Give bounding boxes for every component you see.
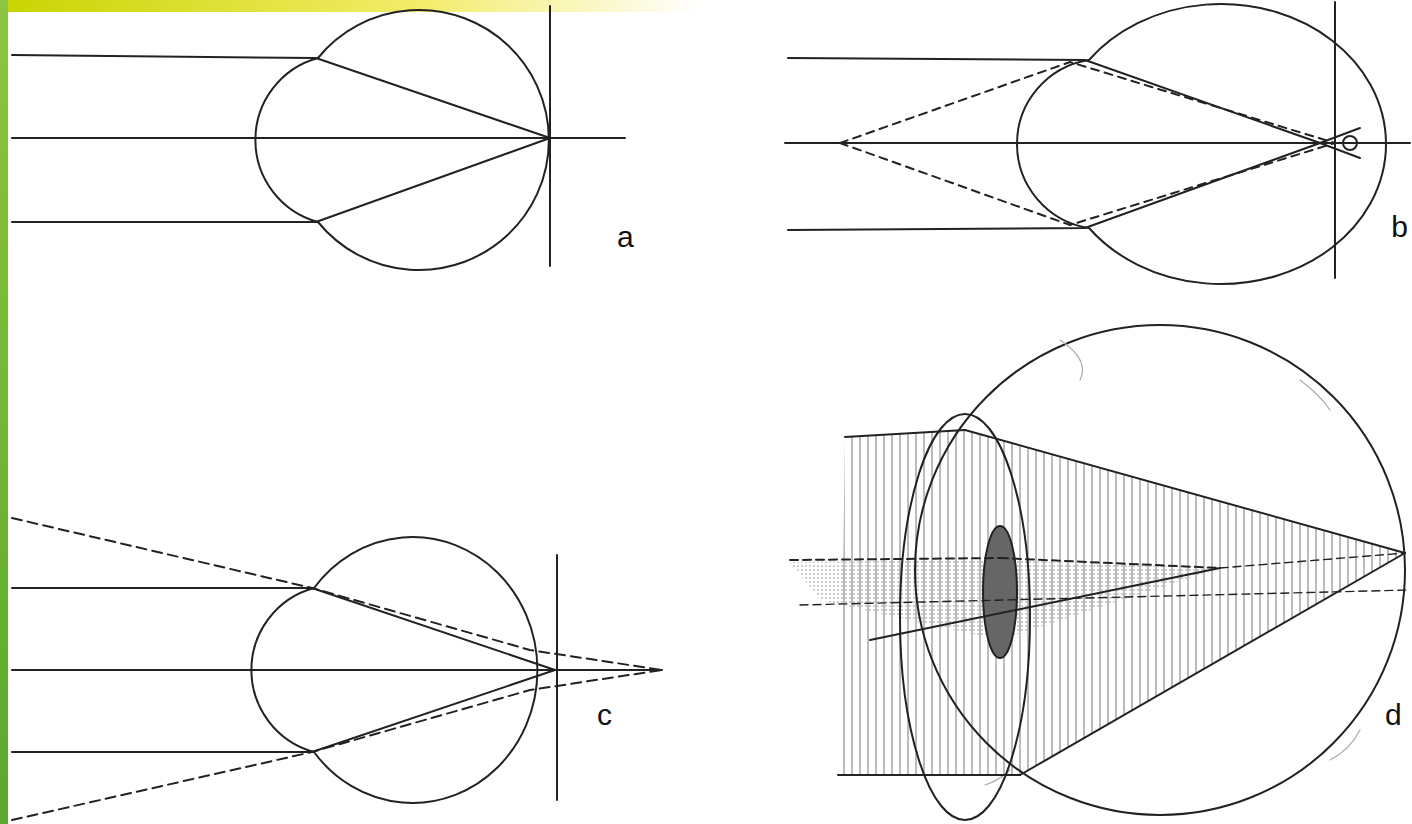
astigmatic-eye [790, 325, 1410, 820]
hyperopic-eye [12, 518, 662, 820]
top-band [0, 0, 700, 12]
panel-letter: c [597, 700, 612, 730]
side-band [0, 0, 8, 824]
panel-letter: a [617, 222, 634, 252]
panel-letter: d [1385, 700, 1402, 730]
panel-letter: b [1391, 212, 1408, 242]
myopic-eye [785, 2, 1410, 284]
normal-eye [12, 6, 625, 270]
